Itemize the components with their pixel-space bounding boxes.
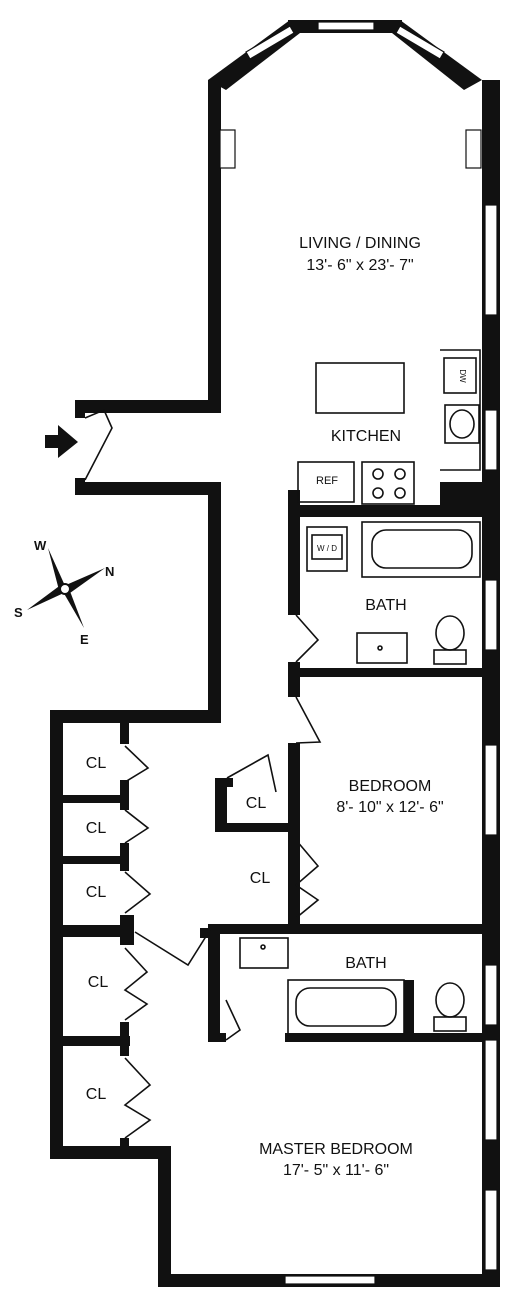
toilet	[435, 982, 465, 1018]
refrigerator	[297, 461, 355, 503]
closet-label: CL	[86, 1086, 107, 1103]
toilet	[435, 615, 465, 651]
fixtures	[239, 349, 481, 1036]
bath-sink	[356, 632, 408, 664]
ref-label: REF	[316, 475, 338, 487]
room-name-kitchen: KITCHEN	[331, 428, 401, 445]
compass-w: W	[34, 538, 47, 553]
entry-arrow-icon	[45, 425, 78, 458]
room-name-master: MASTER BEDROOM	[259, 1141, 413, 1158]
dw-label: DW	[458, 369, 467, 383]
bath-sink	[239, 937, 289, 969]
room-size-living: 13'- 6" x 23'- 7"	[306, 257, 413, 274]
compass-n: N	[105, 564, 114, 579]
closet-label: CL	[86, 820, 107, 837]
bathtub	[287, 979, 405, 1036]
room-name-bedroom: BEDROOM	[349, 778, 432, 795]
room-name-living: LIVING / DINING	[299, 235, 421, 252]
compass-e: E	[80, 632, 89, 647]
room-name-bath2: BATH	[345, 955, 386, 972]
wd-label: W / D	[317, 544, 337, 553]
room-size-bedroom: 8'- 10" x 12'- 6"	[336, 799, 443, 816]
doors	[84, 408, 322, 1139]
kitchen-sink	[444, 404, 480, 444]
exterior-walls	[50, 20, 500, 1287]
kitchen-island	[315, 362, 405, 414]
interior-walls	[58, 482, 488, 1152]
closet-label: CL	[88, 974, 109, 991]
bathtub	[361, 521, 481, 578]
room-name-bath1: BATH	[365, 597, 406, 614]
washer-dryer	[306, 526, 348, 572]
closet-label: CL	[246, 795, 267, 812]
stove	[361, 461, 415, 505]
closet-label: CL	[86, 755, 107, 772]
compass-rose-icon	[27, 548, 105, 628]
closet-label: CL	[250, 870, 271, 887]
windows	[219, 21, 498, 1285]
closet-label: CL	[86, 884, 107, 901]
compass-s: S	[14, 605, 23, 620]
room-size-master: 17'- 5" x 11'- 6"	[283, 1162, 389, 1179]
